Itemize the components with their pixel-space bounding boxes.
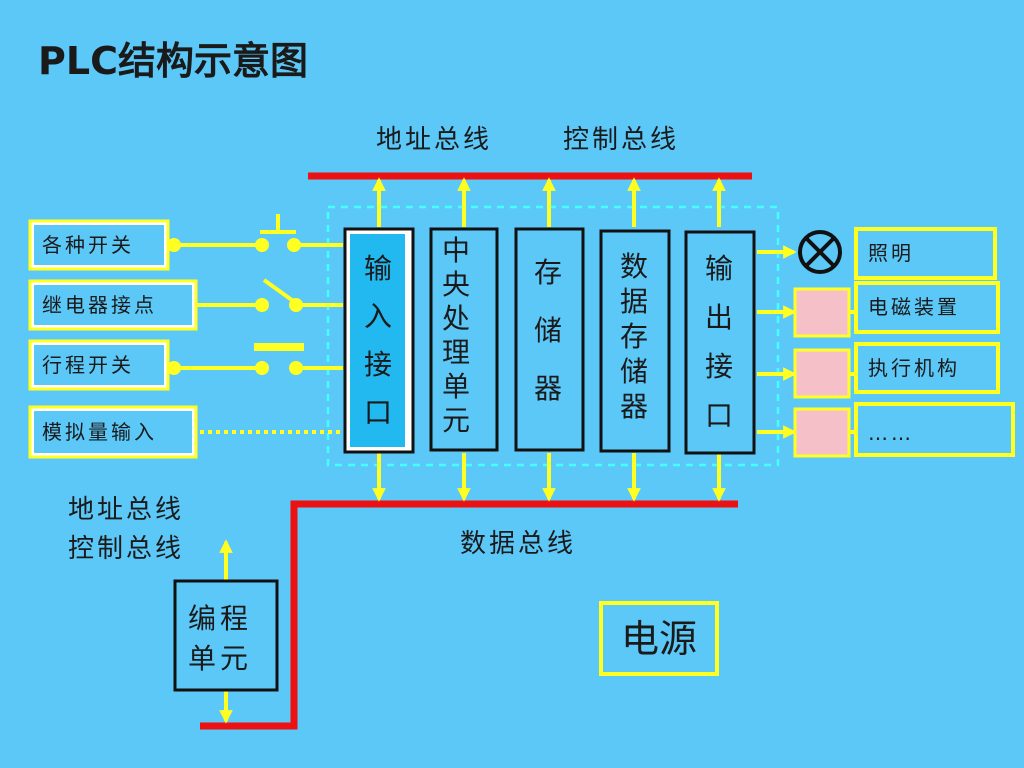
cpu-char-3: 处 [442, 302, 470, 335]
address-bus-label: 地址总线 [376, 125, 492, 155]
limit-switch-actuator [254, 343, 304, 351]
input-label-relay: 继电器接点 [42, 293, 157, 317]
solenoid-load-box [793, 287, 851, 338]
left-control-bus-label: 控制总线 [68, 534, 184, 564]
terminal-switch-1 [167, 238, 181, 252]
relay-contact-lever [262, 278, 298, 305]
output-interface-char-4: 口 [705, 399, 733, 432]
output-etc: …… [854, 402, 1015, 457]
bottom-bus-arrows [372, 453, 726, 502]
input-various-switches: 各种开关 [28, 219, 170, 271]
memory-char-2: 储 [534, 314, 562, 347]
input-label-limit: 行程开关 [42, 353, 134, 377]
input-interface-block: 输 入 接 口 [343, 227, 415, 454]
memory-char-3: 器 [534, 372, 562, 405]
output-label-solenoid: 电磁装置 [868, 295, 960, 319]
output-lighting: 照明 [854, 227, 997, 280]
cpu-char-6: 元 [442, 404, 470, 437]
actuator-load-box [793, 348, 851, 399]
data-memory-char-5: 器 [620, 390, 648, 423]
input-interface-char-4: 口 [364, 396, 392, 429]
input-interface-char-1: 输 [364, 252, 392, 285]
top-bus-arrows [372, 177, 726, 227]
terminal-limit-1 [167, 361, 181, 375]
output-interface-char-1: 输 [705, 252, 733, 285]
data-memory-char-2: 据 [620, 285, 648, 318]
input-label-analog: 模拟量输入 [42, 420, 157, 444]
input-limit-switch: 行程开关 [28, 339, 170, 391]
other-load-box [793, 407, 851, 458]
data-bus-label: 数据总线 [460, 529, 576, 559]
input-interface-char-3: 接 [364, 348, 392, 381]
terminal-relay-1 [255, 298, 269, 312]
cpu-block: 中 央 处 理 单 元 [429, 227, 499, 452]
programming-unit-line-1: 编程 [188, 602, 252, 635]
data-memory-char-1: 数 [620, 250, 648, 283]
power-supply-label: 电源 [621, 617, 697, 661]
control-bus-label: 控制总线 [563, 125, 679, 155]
data-bus [200, 500, 738, 730]
programming-unit-line-2: 单元 [188, 642, 252, 675]
output-interface-block: 输 出 接 口 [684, 230, 756, 455]
programming-unit-block: 编程 单元 [173, 579, 279, 692]
plc-core-boundary [326, 205, 780, 467]
power-supply-box: 电源 [599, 601, 719, 676]
cpu-char-2: 央 [442, 268, 470, 301]
output-interface-char-2: 出 [705, 301, 733, 334]
lamp-icon [798, 230, 842, 274]
input-analog: 模拟量输入 [28, 405, 198, 459]
input-wiring [167, 214, 343, 434]
page-title: PLC结构示意图 [38, 39, 308, 83]
cpu-char-5: 单 [442, 370, 470, 403]
output-connections [757, 245, 856, 439]
data-memory-char-3: 存 [620, 320, 648, 353]
output-interface-char-3: 接 [705, 350, 733, 383]
terminal-switch-2 [255, 238, 269, 252]
output-label-lighting: 照明 [868, 241, 914, 265]
cpu-char-1: 中 [442, 234, 470, 267]
input-relay-contacts: 继电器接点 [28, 279, 198, 331]
terminal-limit-2 [255, 361, 269, 375]
input-label-switches: 各种开关 [42, 233, 134, 257]
cpu-char-4: 理 [442, 336, 470, 369]
output-actuator: 执行机构 [854, 342, 1000, 394]
output-label-actuator: 执行机构 [868, 356, 960, 380]
data-memory-char-4: 储 [620, 355, 648, 388]
output-solenoid: 电磁装置 [854, 281, 1000, 334]
left-address-bus-label: 地址总线 [68, 495, 184, 525]
input-interface-char-2: 入 [364, 300, 392, 333]
memory-block: 存 储 器 [514, 227, 585, 452]
output-label-etc: …… [868, 421, 914, 445]
memory-char-1: 存 [534, 256, 562, 289]
data-memory-block: 数 据 存 储 器 [599, 229, 671, 453]
